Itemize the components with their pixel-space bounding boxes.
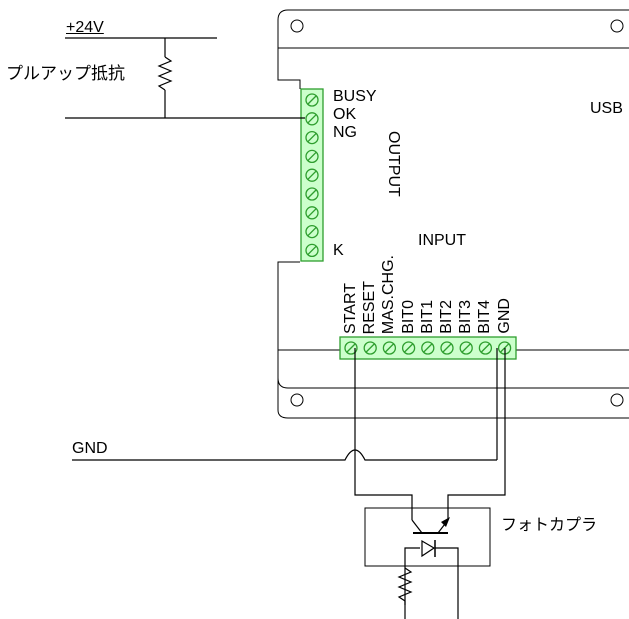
pullup-resistor [157,56,173,91]
input-pin-label-bit0: BIT0 [399,300,417,334]
supply-label: +24V [66,19,104,36]
input-pin-label-bit3: BIT3 [457,300,475,334]
output-terminal-2-screw-slot [307,114,317,124]
input-pin-label-bit4: BIT4 [476,300,494,334]
output-busy-label: BUSY [333,88,377,105]
diode-left-wire [404,547,420,605]
mount-hole-top-right [610,19,624,33]
input-terminal-8-screw-slot [480,343,490,353]
input-terminal-5-screw-slot [423,343,433,353]
input-terminal-block [339,336,517,360]
input-title: INPUT [418,232,466,249]
output-terminal-5-screw-slot [307,170,317,180]
emitter-arrow [441,517,450,527]
pullup-label: プルアップ抵抗 [6,64,125,83]
input-pin-label-start: START [342,283,359,334]
output-terminal-3-screw-slot [307,133,317,143]
mount-hole-top-left [290,19,304,33]
input-terminal-4-screw-slot [404,343,414,353]
mount-hole-bottom-left [290,393,304,407]
ground-line [72,449,497,461]
output-terminal-8-screw-slot [307,227,317,237]
input-pin-label-mas-chg: MAS.CHG. [380,254,398,334]
output-terminal-block [300,88,324,262]
output-title: OUTPUT [385,131,402,197]
output-terminal-4-screw-slot [307,151,317,161]
transistor-collector [411,519,423,534]
limit-resistor [397,567,413,619]
photocoupler-label: フォトカプラ [501,517,598,534]
output-terminal-1-screw-slot [307,95,317,105]
diode-symbol [421,539,436,558]
output-ng-label: NG [333,124,357,141]
output-terminal-9-screw-slot [307,245,317,255]
input-terminal-1-screw-slot [346,343,356,353]
board-bottom-outline [277,378,629,419]
photocoupler-box [364,507,491,567]
input-pin-label-gnd: GND [495,298,513,334]
output-terminal-6-screw-slot [307,189,317,199]
diode-right-wire [435,547,459,619]
output-terminal-7-screw-slot [307,208,317,218]
usb-label: USB [590,100,623,117]
input-pin-label-bit2: BIT2 [438,300,455,334]
input-pin-label-bit1: BIT1 [418,300,436,334]
input-terminal-6-screw-slot [442,343,452,353]
input-pin-label-reset: RESET [361,280,379,334]
output-k-label: K [333,242,344,259]
input-terminal-2-screw-slot [365,343,375,353]
input-terminal-3-screw-slot [384,343,394,353]
input-terminal-7-screw-slot [461,343,471,353]
output-ok-label: OK [333,106,357,123]
mount-hole-bottom-right [610,393,624,407]
ground-label: GND [72,440,108,457]
start-wire [354,348,413,520]
